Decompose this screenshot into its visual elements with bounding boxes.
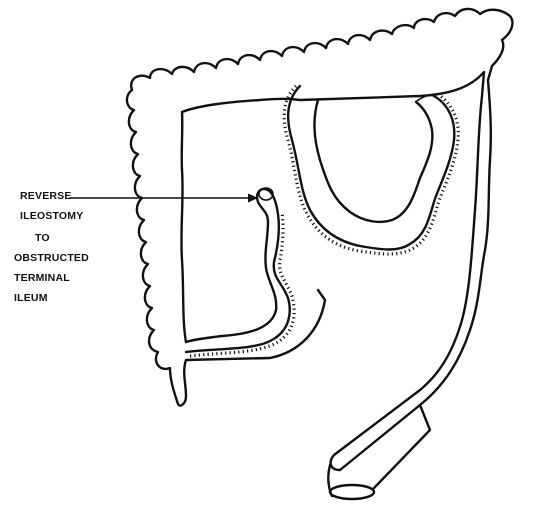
rectal-stump	[328, 405, 430, 496]
central-loop-outer	[288, 86, 454, 250]
central-loop-hatch	[284, 86, 458, 254]
colon-outer-wall	[127, 9, 513, 470]
label-ileostomy: ILEOSTOMY	[20, 210, 83, 222]
colon-inner-wall	[181, 72, 484, 470]
rectal-opening	[330, 485, 374, 499]
central-loop-inner	[314, 100, 432, 222]
ileal-loop-outer	[186, 189, 290, 352]
label-to: TO	[35, 232, 50, 244]
label-terminal: TERMINAL	[14, 272, 70, 284]
label-reverse: REVERSE	[20, 190, 72, 202]
label-obstructed: OBSTRUCTED	[14, 252, 89, 264]
label-ileum: ILEUM	[14, 292, 48, 304]
